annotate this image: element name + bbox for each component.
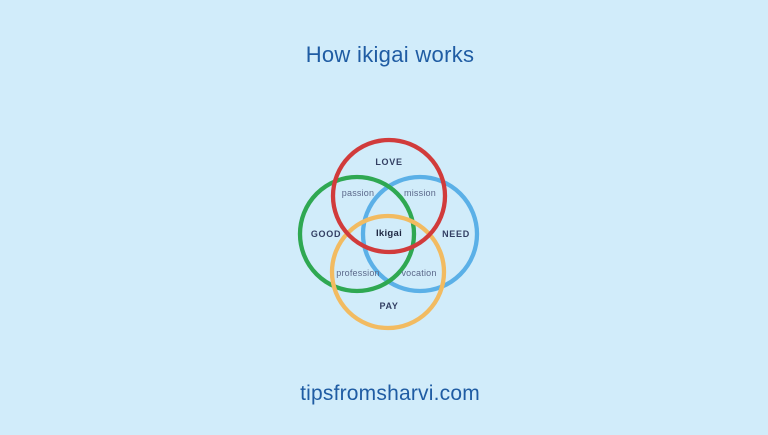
love-circle: [330, 137, 448, 255]
need-label: NEED: [442, 229, 470, 239]
good-circle: [297, 174, 417, 294]
page-title: How ikigai works: [305, 42, 475, 67]
ikigai-center-label: Ikigai: [376, 228, 402, 239]
need-circle: [360, 174, 480, 294]
pay-label: PAY: [379, 301, 398, 311]
pay-circle: [329, 213, 447, 331]
profession-label: profession: [336, 268, 380, 278]
good-label: GOOD: [311, 229, 341, 239]
love-label: LOVE: [375, 157, 402, 167]
footer-url: tipsfromsharvi.com: [300, 382, 480, 405]
mission-label: mission: [404, 188, 436, 198]
passion-label: passion: [342, 188, 374, 198]
vocation-label: vocation: [401, 268, 436, 278]
